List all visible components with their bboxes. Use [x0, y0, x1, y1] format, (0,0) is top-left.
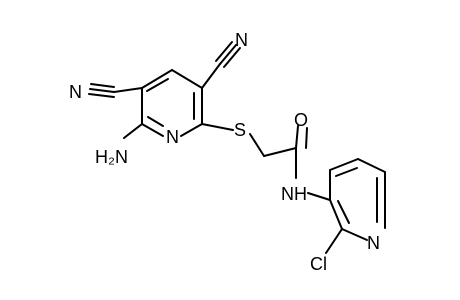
bond-c4-c5-double: [146, 78, 169, 92]
bond-s-ch2: [249, 133, 265, 157]
bond-c3-nitrile-c: [201, 63, 221, 89]
chlorine-atom: Cl: [310, 254, 327, 274]
triple-bond-nitrile-2b: [90, 83, 115, 88]
triple-bond-nitrile-1: [219, 44, 237, 65]
bond-r2-c2-c3-double: [337, 200, 350, 224]
bond-c2-cl: [325, 228, 343, 254]
bond-r2-c2-c3: [329, 199, 343, 230]
bond-r2-n-c2: [341, 228, 368, 241]
bond-c6-nh2: [123, 123, 143, 139]
pyridine-n-left: N: [166, 127, 179, 147]
sulfur-atom: S: [234, 120, 246, 140]
bond-c6-n1: [141, 123, 164, 137]
bond-n1-c2: [180, 123, 203, 137]
pyridine-n-right: N: [367, 233, 380, 253]
amino-group: H₂N: [95, 147, 128, 167]
nitrile-n-left: N: [69, 82, 82, 102]
bond-r2-c5-c6: [357, 158, 386, 173]
bond-c2-s: [201, 123, 234, 131]
bond-carbonyl-o: [295, 125, 299, 149]
amide-nh: NH: [281, 184, 307, 204]
bond-c3-c4: [171, 69, 203, 89]
triple-bond-nitrile-2c: [88, 93, 115, 98]
nitrile-n-top: N: [235, 30, 248, 50]
bond-c6-n1-double: [147, 116, 164, 127]
bond-r2-c4-c5: [329, 158, 359, 171]
triple-bond-nitrile-2: [89, 88, 115, 93]
triple-bond-nitrile-1b: [215, 41, 233, 62]
bond-r2-c4-c5-double: [335, 167, 358, 177]
bond-c4-c5: [141, 69, 173, 89]
bond-nh-ring2: [307, 192, 331, 201]
bond-c5-nitrile-c: [113, 87, 143, 93]
bond-ch2-carbonyl: [263, 147, 297, 157]
bond-carbonyl-o-double: [305, 127, 308, 149]
oxygen-atom: O: [294, 110, 308, 130]
triple-bond-nitrile-1c: [223, 47, 241, 68]
